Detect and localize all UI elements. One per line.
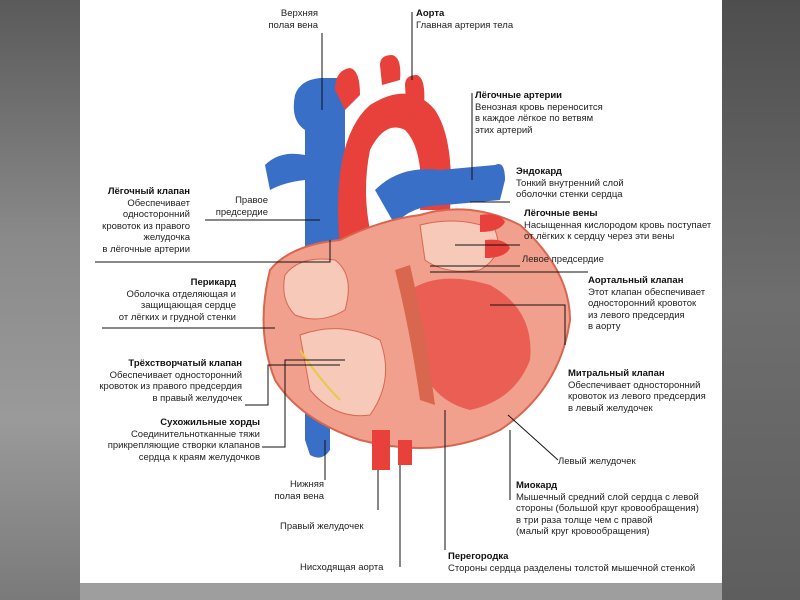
label-left-atrium: Левое предсердие — [522, 254, 604, 266]
label-right-ventricle: Правый желудочек — [280, 521, 364, 533]
right-atrium-chamber — [284, 259, 349, 319]
leader-lv — [508, 415, 558, 460]
label-left-ventricle: Левый желудочек — [558, 456, 636, 468]
label-mitral-valve: Митральный клапан Обеспечивает односторо… — [568, 368, 706, 414]
aorta-branch-3 — [405, 75, 424, 105]
label-septum: Перегородка Стороны сердца разделены тол… — [448, 551, 695, 574]
label-pericardium: Перикард Оболочка отделяющая и защищающа… — [100, 277, 236, 323]
label-inferior-vena-cava: Нижняя полая вена — [270, 479, 324, 502]
label-pulmonary-veins: Лёгочные вены Насыщенная кислородом кров… — [524, 208, 711, 243]
label-tricuspid-valve: Трёхстворчатый клапан Обеспечивает однос… — [88, 358, 242, 404]
svc-branch — [265, 154, 305, 190]
label-right-atrium: Правое предсердие — [200, 195, 268, 218]
aorta-branch-2 — [380, 55, 400, 85]
label-aortic-valve: Аортальный клапан Этот клапан обеспечива… — [588, 275, 705, 333]
label-descending-aorta: Нисходящая аорта — [300, 562, 383, 574]
label-myocardium: Миокард Мышечный средний слой сердца с л… — [516, 480, 699, 538]
label-endocardium: Эндокард Тонкий внутренний слой оболочки… — [516, 166, 624, 201]
label-pulmonary-valve: Лёгочный клапан Обеспечивает односторонн… — [82, 186, 190, 255]
label-pulmonary-arteries: Лёгочные артерии Венозная кровь переноси… — [475, 90, 603, 136]
descending-aorta — [372, 430, 390, 470]
label-superior-vena-cava: Верхняя полая вена — [240, 8, 318, 31]
label-chordae-tendineae: Сухожильные хорды Соединительнотканные т… — [104, 417, 260, 463]
label-aorta: Аорта Главная артерия тела — [416, 8, 513, 31]
descending-aorta-2 — [398, 440, 412, 465]
